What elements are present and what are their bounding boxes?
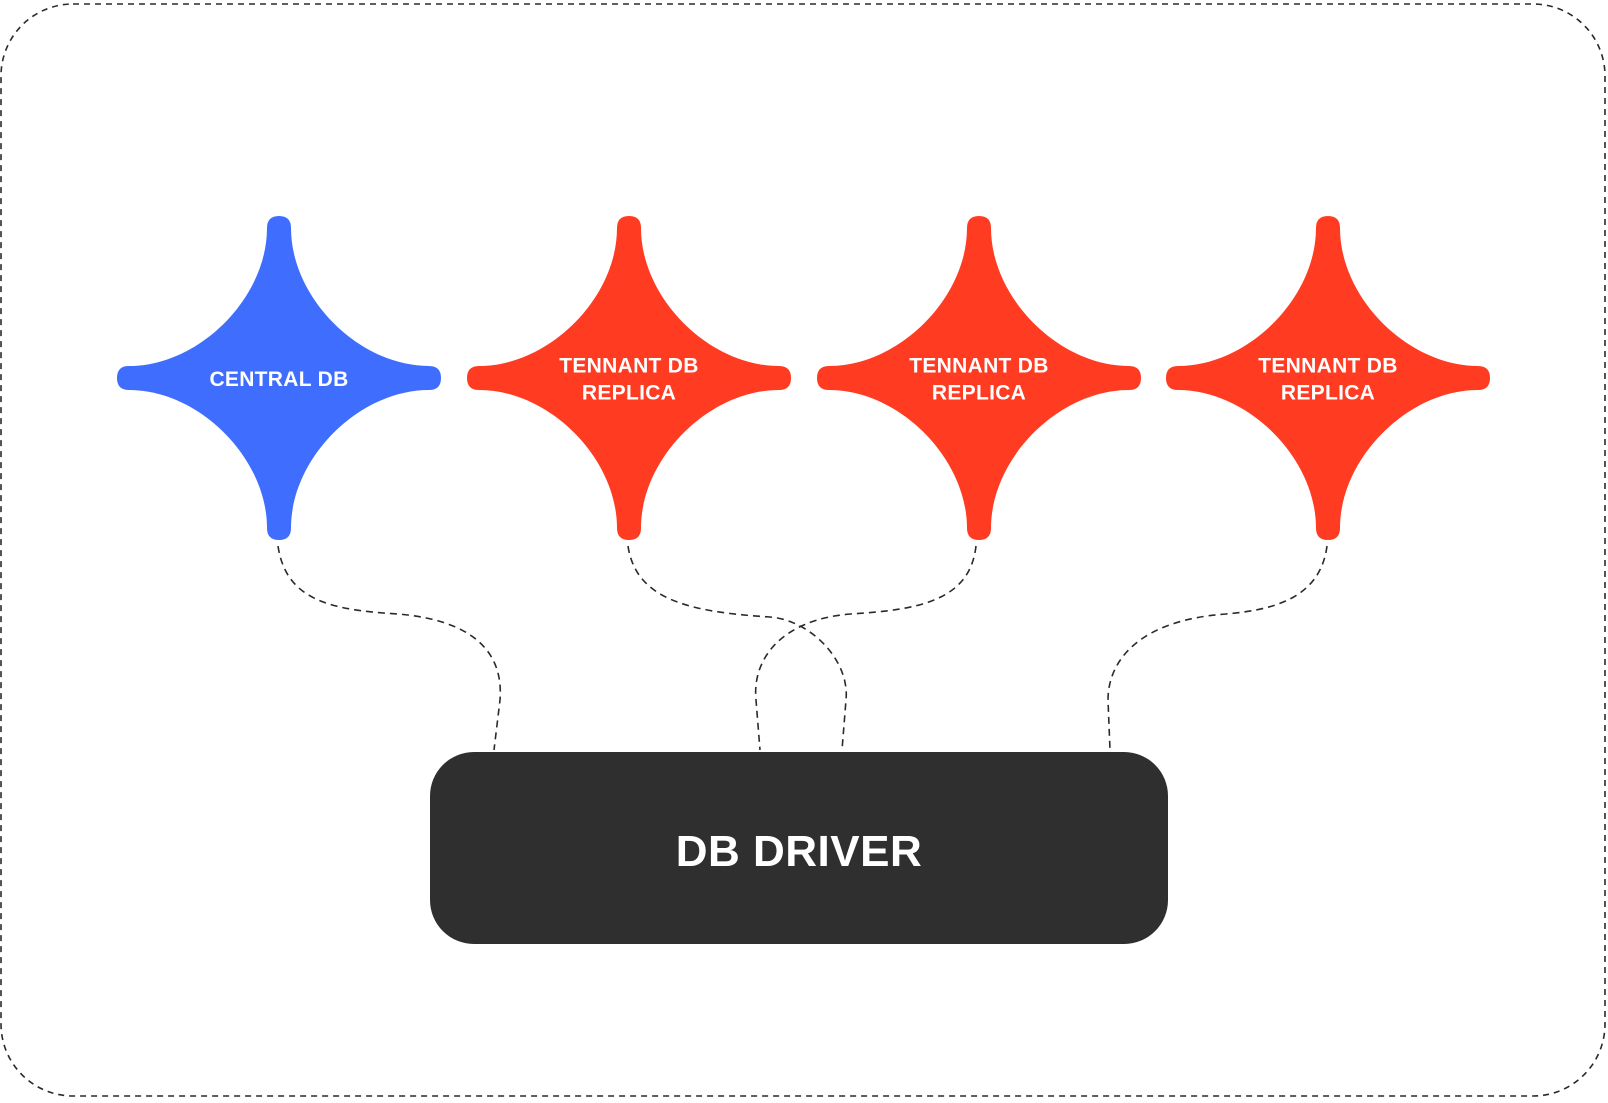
connector-tenant-3 [1107, 545, 1328, 751]
outer-dashed-frame [0, 3, 1606, 1097]
tenant-db-replica-node-3: TENNANT DB REPLICA [1166, 216, 1490, 540]
db-nodes: CENTRAL DB TENNANT DB REPLICA TENNANT DB REP… [117, 216, 1490, 540]
node-label-line: REPLICA [1281, 382, 1375, 405]
central-db-star-shape [117, 216, 441, 540]
connector-tenant-2 [754, 545, 977, 751]
tenant-db-star-shape [817, 216, 1141, 540]
node-label-line: REPLICA [932, 382, 1026, 405]
tenant-db-star-shape [1166, 216, 1490, 540]
tenant-db-star-shape [467, 216, 791, 540]
connector-central-db [277, 545, 502, 751]
connector-tenant-1 [627, 545, 847, 751]
db-driver-label: DB DRIVER [676, 827, 923, 876]
node-label-line: TENNANT DB [559, 355, 699, 378]
tenant-db-replica-node-1: TENNANT DB REPLICA [467, 216, 791, 540]
db-driver-rect [430, 752, 1168, 944]
node-label-line: TENNANT DB [1258, 355, 1398, 378]
node-label-line: TENNANT DB [909, 355, 1049, 378]
central-db-node: CENTRAL DB [117, 216, 441, 540]
db-driver-box: DB DRIVER [430, 752, 1168, 944]
node-label-line: CENTRAL DB [209, 368, 348, 391]
tenant-db-replica-node-2: TENNANT DB REPLICA [817, 216, 1141, 540]
node-label-line: REPLICA [582, 382, 676, 405]
